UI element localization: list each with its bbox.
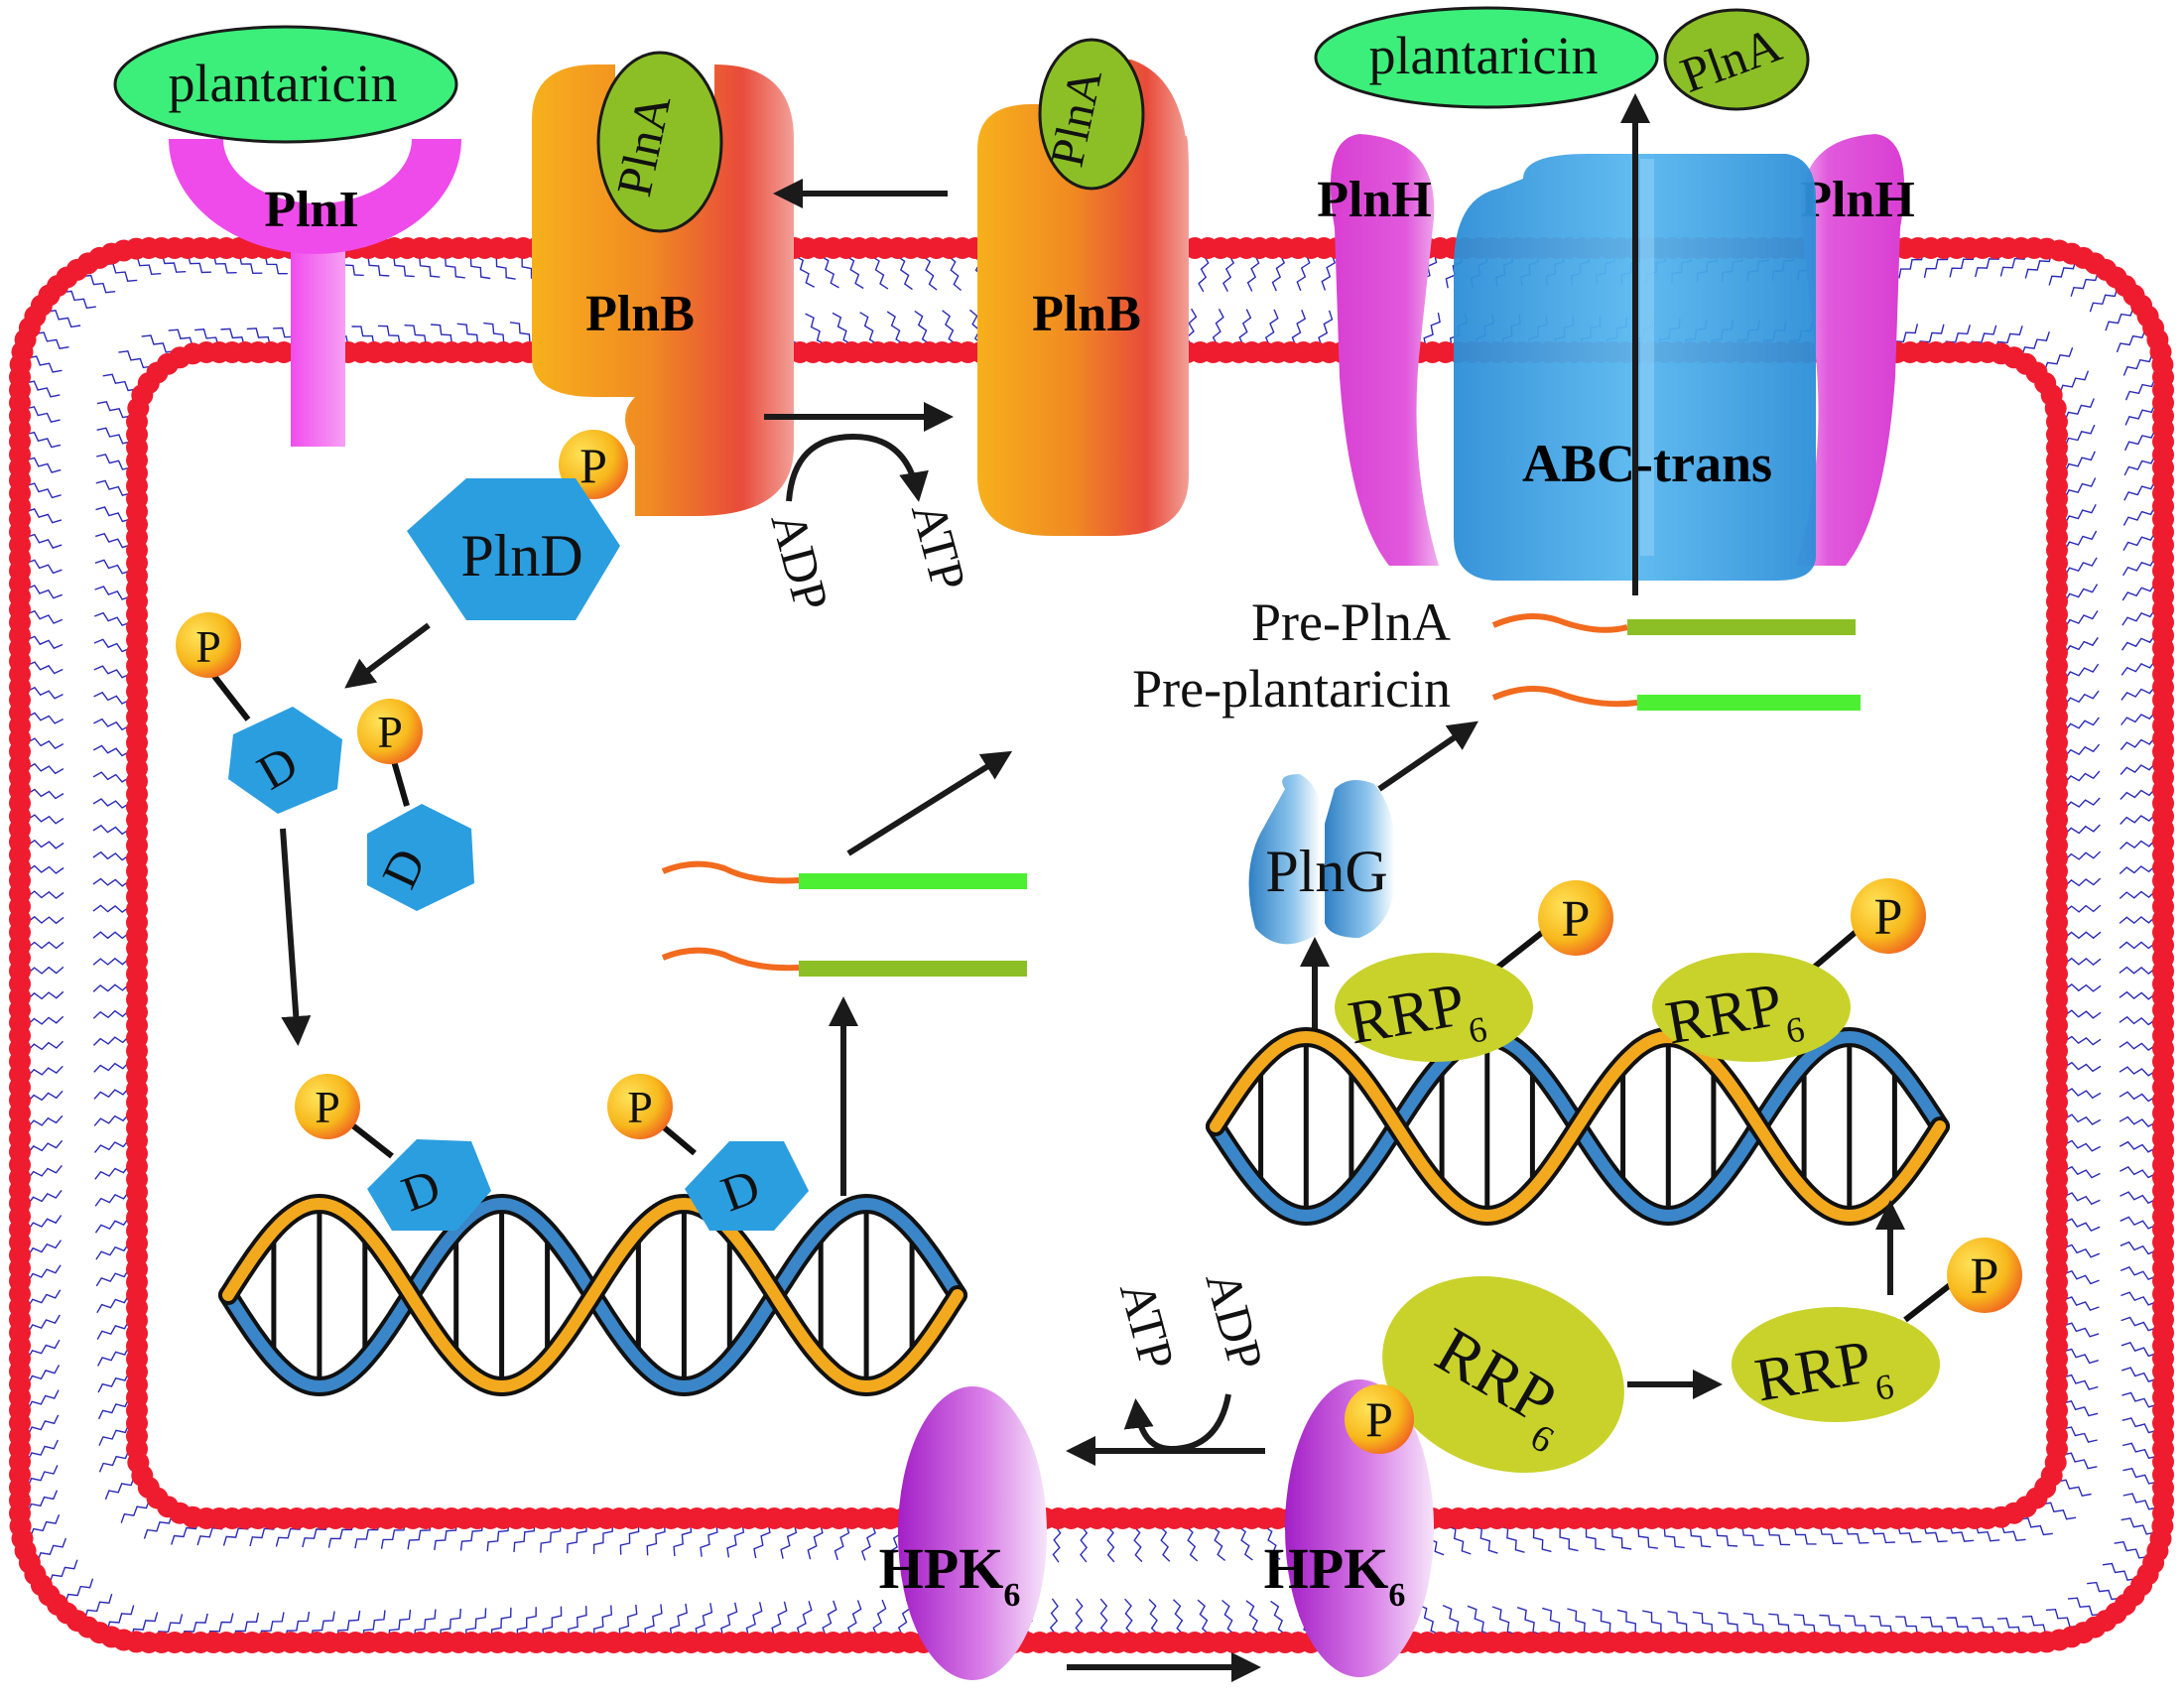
hpk-right: HPK6 P [1264, 1379, 1434, 1677]
hpk-left: HPK6 [879, 1386, 1047, 1680]
rrp-dna-1-p-label: P [1562, 891, 1591, 948]
p-d-dna-2-p-label: P [627, 1082, 653, 1132]
hpk-right-label: HPK [1264, 1536, 1389, 1601]
dna-left [218, 1193, 967, 1397]
plni-receptor: PlnI [169, 139, 461, 447]
plantaricin-left: plantaricin [113, 25, 458, 144]
p-d-dna-2: P D [607, 1074, 809, 1231]
abc-trans-label: ABC-trans [1522, 434, 1772, 493]
svg-text:HPK6: HPK6 [1264, 1536, 1406, 1614]
plantaricin-left-label: plantaricin [169, 54, 398, 113]
plnh-left-label: PlnH [1317, 172, 1432, 228]
phosphate-plnb-label: P [579, 438, 607, 493]
rrp-dna-2: RRP6 P [1652, 878, 1926, 1062]
pre-plna-peptide [1491, 613, 1856, 635]
atp-label-top: ATP [901, 496, 977, 595]
plnb-left: PlnA PlnB [532, 51, 794, 516]
hpk-right-sub: 6 [1388, 1577, 1405, 1614]
p-d-free-1-p-label: P [195, 621, 221, 672]
rrp-center: RRP6 [1382, 1276, 1624, 1473]
plnd-hexagon: PlnD [407, 478, 620, 620]
plnh-right: PlnH [1796, 134, 1915, 566]
rrp-free-right-p-label: P [1971, 1248, 1999, 1305]
atp-label-bottom: ATP [1109, 1275, 1186, 1374]
peptide-center-1 [661, 860, 1027, 889]
svg-text:HPK6: HPK6 [879, 1536, 1021, 1614]
pre-plantaricin-label: Pre-plantaricin [1132, 659, 1451, 719]
plnb-left-label: PlnB [585, 286, 695, 342]
plna-exported: PlnA [1663, 8, 1810, 111]
adp-label-bottom: ADP [1195, 1265, 1274, 1375]
p-d-dna-1: P D [295, 1074, 491, 1231]
peptide-center-2 [661, 947, 1027, 977]
atp-cycle-arc [786, 433, 929, 502]
p-d-free-1: P D [176, 612, 342, 814]
plng: PlnG [1248, 774, 1395, 945]
hpk-left-sub: 6 [1003, 1577, 1020, 1614]
plnh-right-label: PlnH [1800, 172, 1915, 228]
rrp-free-right: RRP6 P [1732, 1238, 2022, 1422]
plnb-right-label: PlnB [1032, 286, 1141, 342]
plnh-left: PlnH [1317, 134, 1439, 566]
hpk-right-p-label: P [1365, 1391, 1393, 1447]
plantaricin-right-label: plantaricin [1369, 26, 1599, 85]
plni-label: PlnI [264, 182, 358, 238]
p-d-free-2-p-label: P [377, 707, 403, 757]
p-d-dna-1-p-label: P [315, 1082, 340, 1132]
maturation-arrow [846, 750, 1013, 856]
rrp-dna-1: RRP6 P [1335, 880, 1613, 1062]
hpk-left-label: HPK [879, 1536, 1004, 1601]
plnb-right: PlnA PlnB [977, 38, 1189, 536]
adp-label-top: ADP [760, 506, 839, 616]
atp-cycle-arc-bottom [1123, 1393, 1231, 1453]
plantaricin-right: plantaricin [1314, 6, 1659, 109]
plnd-dissociate-arrow [344, 622, 431, 689]
dna-right [1206, 1026, 1950, 1227]
pre-plantaricin-peptide [1491, 686, 1861, 711]
pre-plna-label: Pre-PlnA [1251, 592, 1451, 652]
rrp-dna-2-p-label: P [1874, 889, 1903, 946]
plnd-label: PlnD [460, 523, 582, 589]
p-d-free-2: P D [357, 699, 474, 911]
plng-process-arrow [1377, 720, 1478, 792]
plng-label: PlnG [1265, 839, 1387, 904]
d-bind-dna-arrow [280, 828, 312, 1046]
